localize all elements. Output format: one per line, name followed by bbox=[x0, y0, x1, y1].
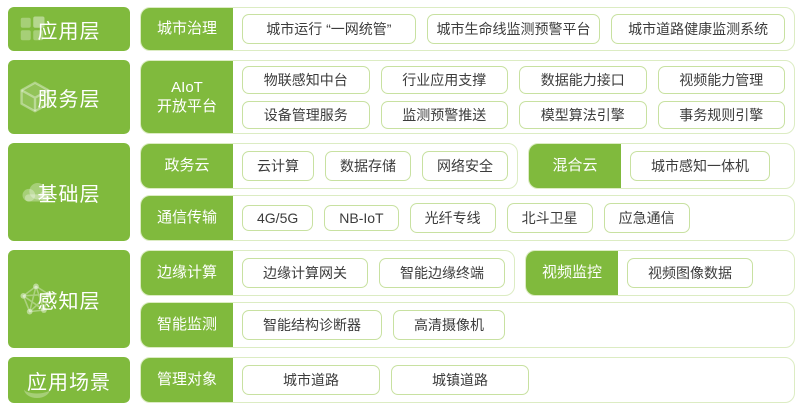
band-application: 应用层 城市治理 城市运行 “一网统管” 城市生命线监测预警平台 城市道路健康监… bbox=[8, 7, 795, 51]
layer-label: 应用层 bbox=[37, 20, 101, 43]
item-box: 事务规则引擎 bbox=[657, 100, 785, 129]
item-box: 视频能力管理 bbox=[657, 65, 785, 94]
item-box: 北斗卫星 bbox=[506, 203, 593, 233]
item-box: 城市生命线监测预警平台 bbox=[426, 14, 601, 44]
row-smart-monitoring: 智能监测 智能结构诊断器 高清摄像机 bbox=[140, 302, 795, 348]
item-box: 数据能力接口 bbox=[519, 65, 647, 94]
item-box: 设备管理服务 bbox=[242, 100, 370, 129]
layer-label: 基础层 bbox=[37, 183, 101, 206]
row-managed-objects: 管理对象 城市道路 城镇道路 bbox=[140, 357, 795, 403]
item-box: NB-IoT bbox=[324, 205, 399, 231]
item-box: 城市感知一体机 bbox=[630, 151, 770, 181]
item-box: 数据存储 bbox=[325, 151, 411, 181]
item-box: 云计算 bbox=[242, 151, 314, 181]
item-box: 城镇道路 bbox=[391, 365, 529, 395]
row-label-video-surveillance: 视频监控 bbox=[526, 251, 618, 295]
row-label-gov-cloud: 政务云 bbox=[141, 144, 233, 188]
layer-label: 服务层 bbox=[37, 88, 101, 111]
item-box: 边缘计算网关 bbox=[242, 258, 368, 288]
band-infrastructure: 基础层 政务云 云计算 数据存储 网络安全 混合云 城市感知一体机 bbox=[8, 143, 795, 241]
item-box: 应急通信 bbox=[603, 203, 690, 233]
item-box: 行业应用支撑 bbox=[380, 65, 508, 94]
layer-label: 感知层 bbox=[37, 290, 101, 313]
aiot-label-line1: AIoT bbox=[171, 78, 203, 96]
row-label-comm-transport: 通信传输 bbox=[141, 196, 233, 240]
item-box: 城市道路 bbox=[242, 365, 380, 395]
row-label-smart-monitoring: 智能监测 bbox=[141, 303, 233, 347]
band-scenario: 应用场景 管理对象 城市道路 城镇道路 bbox=[8, 357, 795, 403]
item-box: 智能结构诊断器 bbox=[242, 310, 382, 340]
row-edge-computing: 边缘计算 边缘计算网关 智能边缘终端 bbox=[140, 250, 515, 296]
layer-label: 应用场景 bbox=[27, 371, 111, 394]
row-label-aiot: AIoT 开放平台 bbox=[141, 61, 233, 133]
row-aiot-platform: AIoT 开放平台 物联感知中台 行业应用支撑 数据能力接口 视频能力管理 设备… bbox=[140, 60, 795, 134]
network-icon bbox=[20, 283, 52, 315]
row-label-managed-objects: 管理对象 bbox=[141, 358, 233, 402]
item-box: 网络安全 bbox=[422, 151, 508, 181]
layer-block-application: 应用层 bbox=[8, 7, 130, 51]
layer-block-service: 服务层 bbox=[8, 60, 130, 134]
item-box: 物联感知中台 bbox=[242, 65, 370, 94]
item-box: 智能边缘终端 bbox=[379, 258, 505, 288]
row-gov-cloud: 政务云 云计算 数据存储 网络安全 bbox=[140, 143, 518, 189]
row-label-edge-computing: 边缘计算 bbox=[141, 251, 233, 295]
item-box: 光纤专线 bbox=[409, 203, 496, 233]
item-box: 高清摄像机 bbox=[393, 310, 505, 340]
app-grid-icon bbox=[20, 16, 45, 41]
band-service: 服务层 AIoT 开放平台 物联感知中台 行业应用支撑 数据能力接口 视频能力管… bbox=[8, 60, 795, 134]
layer-block-perception: 感知层 bbox=[8, 250, 130, 348]
row-video-surveillance: 视频监控 视频图像数据 bbox=[525, 250, 795, 296]
item-box: 视频图像数据 bbox=[627, 258, 753, 288]
item-box: 4G/5G bbox=[242, 205, 314, 231]
cloud-icon bbox=[22, 182, 51, 202]
layer-block-infrastructure: 基础层 bbox=[8, 143, 130, 241]
row-label-city-governance: 城市治理 bbox=[141, 8, 233, 50]
item-box: 城市道路健康监测系统 bbox=[611, 14, 786, 44]
item-box: 模型算法引擎 bbox=[519, 100, 647, 129]
layer-block-scenario: 应用场景 bbox=[8, 357, 130, 403]
aiot-label-line2: 开放平台 bbox=[156, 98, 217, 115]
row-comm-transport: 通信传输 4G/5G NB-IoT 光纤专线 北斗卫星 应急通信 bbox=[140, 195, 795, 241]
item-box: 监测预警推送 bbox=[380, 100, 508, 129]
item-box: 城市运行 “一网统管” bbox=[242, 14, 416, 44]
cube-icon bbox=[20, 81, 50, 113]
row-hybrid-cloud: 混合云 城市感知一体机 bbox=[528, 143, 795, 189]
arc-icon bbox=[24, 389, 50, 398]
row-label-hybrid-cloud: 混合云 bbox=[529, 144, 621, 188]
row-city-governance: 城市治理 城市运行 “一网统管” 城市生命线监测预警平台 城市道路健康监测系统 bbox=[140, 7, 795, 51]
band-perception: 感知层 边缘计算 边缘计算网关 智能边缘终端 视频监控 视频图像数据 bbox=[8, 250, 795, 348]
